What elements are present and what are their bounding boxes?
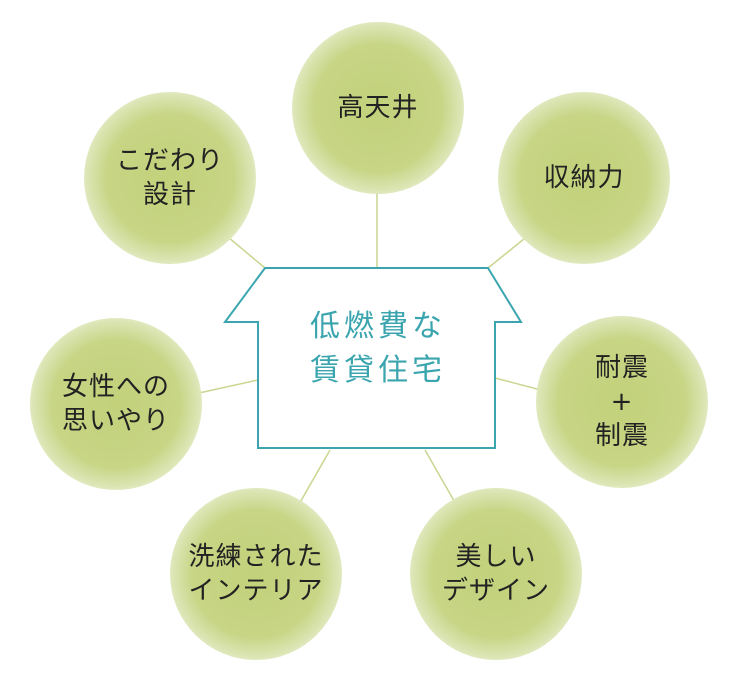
bubble-storage: 収納力: [498, 92, 670, 264]
bubble-beautiful-design: 美しい デザイン: [410, 488, 582, 660]
bubble-interior-line1: 洗練された: [188, 542, 324, 572]
bubble-custom-design-line2: 設計: [142, 180, 197, 210]
bubble-high-ceiling-line1: 高天井: [337, 93, 419, 123]
center-label-line2: 賃貸住宅: [310, 353, 446, 388]
center-label: 低燃費な 賃貸住宅: [265, 305, 491, 393]
bubble-custom-design: こだわり 設計: [84, 92, 256, 264]
house-outline: [223, 267, 523, 449]
bubble-interior-line2: インテリア: [188, 576, 324, 606]
bubble-seismic-line1: 耐震: [594, 353, 649, 383]
center-label-line1: 低燃費な: [310, 309, 446, 344]
bubble-women: 女性への 思いやり: [30, 318, 202, 490]
bubble-women-line1: 女性への: [61, 372, 170, 402]
bubble-seismic-line2: +: [610, 387, 634, 417]
bubble-interior: 洗練された インテリア: [170, 488, 342, 660]
bubble-high-ceiling: 高天井: [292, 22, 464, 194]
bubble-seismic: 耐震 + 制震: [536, 316, 708, 488]
bubble-storage-line1: 収納力: [543, 163, 625, 193]
bubble-women-line2: 思いやり: [61, 406, 170, 436]
bubble-beautiful-design-line1: 美しい: [455, 542, 537, 572]
bubble-beautiful-design-line2: デザイン: [441, 576, 550, 606]
bubble-seismic-line3: 制震: [594, 421, 649, 451]
bubble-custom-design-line1: こだわり: [115, 146, 224, 176]
